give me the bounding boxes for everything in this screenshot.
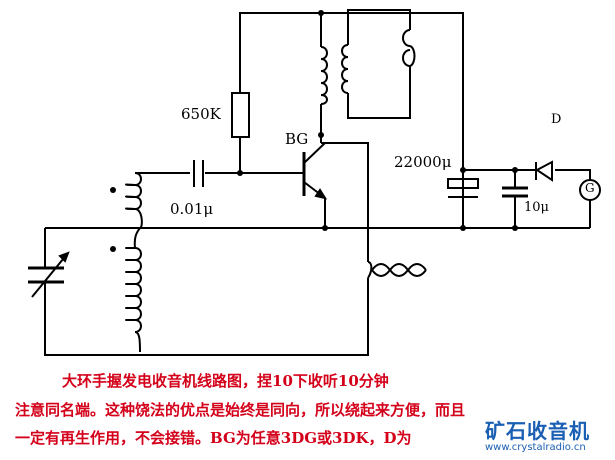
antenna-coil [125,172,143,353]
junction-dots [110,10,518,252]
collector-transformer [320,9,416,119]
transistor [302,142,328,228]
caption-line-1: 大环手握发电收音机线路图，捏10下收听10分钟 [62,372,389,390]
resistor [231,92,250,138]
coupling-capacitor [193,160,204,187]
transistor-label: BG [285,130,309,148]
resistor-label: 650K [181,105,221,123]
generator-label: G [585,181,595,195]
diode [535,160,553,182]
caption-line-3: 一定有再生作用，不会接错。BG为任意3DG或3DK，D为 [15,429,412,447]
small-capacitor [502,186,528,198]
diode-label: D [551,112,562,127]
watermark-url: www.crystalradio.cn [485,442,586,453]
watermark-title: 矿石收音机 [485,419,590,443]
electrolytic-capacitor [447,178,479,200]
caption-line-2: 注意同名端。这种饶法的优点是始终是同向，所以绕起来方便，而且 [15,401,466,419]
coupling-cap-label: 0.01μ [170,200,214,218]
small-cap-label: 10μ [524,200,549,215]
variable-capacitor [28,251,70,298]
wires [44,12,591,356]
twisted-wire-output [367,261,427,279]
filter-cap-label: 22000μ [394,153,452,171]
generator-symbol [579,179,601,201]
watermark-logo: 矿石收音机 www.crystalradio.cn [485,415,590,453]
